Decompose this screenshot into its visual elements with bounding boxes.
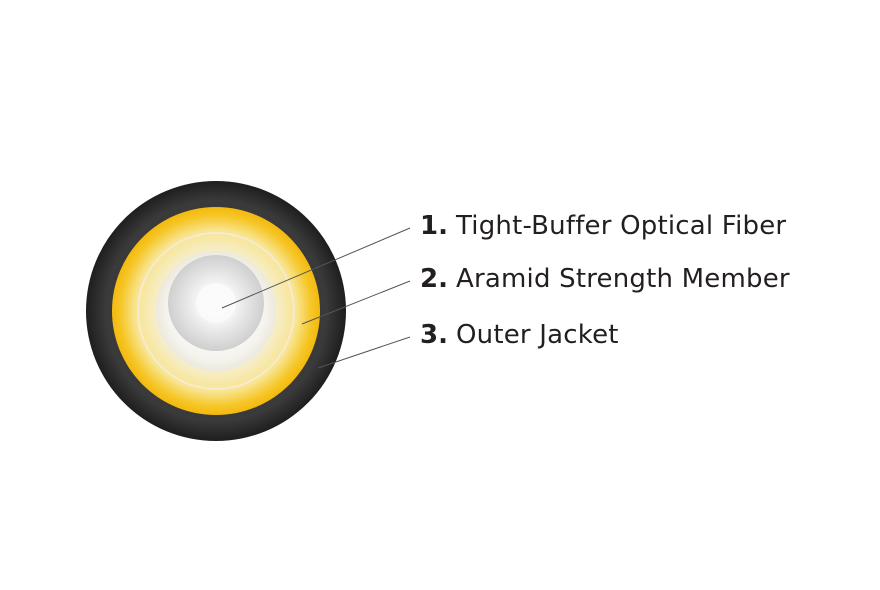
label-text: Outer Jacket [456, 320, 619, 350]
label-outer-jacket: 3. Outer Jacket [420, 315, 619, 355]
leader-line-1 [221, 227, 411, 309]
label-number: 3. [420, 320, 448, 350]
label-text: Tight-Buffer Optical Fiber [456, 211, 787, 241]
label-tight-buffer-optical-fiber: 1. Tight-Buffer Optical Fiber [420, 206, 786, 246]
optical-fiber-core [168, 255, 264, 351]
label-number: 1. [420, 211, 448, 241]
label-aramid-strength-member: 2. Aramid Strength Member [420, 259, 790, 299]
leader-line-3 [317, 336, 411, 369]
label-number: 2. [420, 264, 448, 294]
leader-line-2 [301, 280, 411, 325]
label-text: Aramid Strength Member [456, 264, 790, 294]
